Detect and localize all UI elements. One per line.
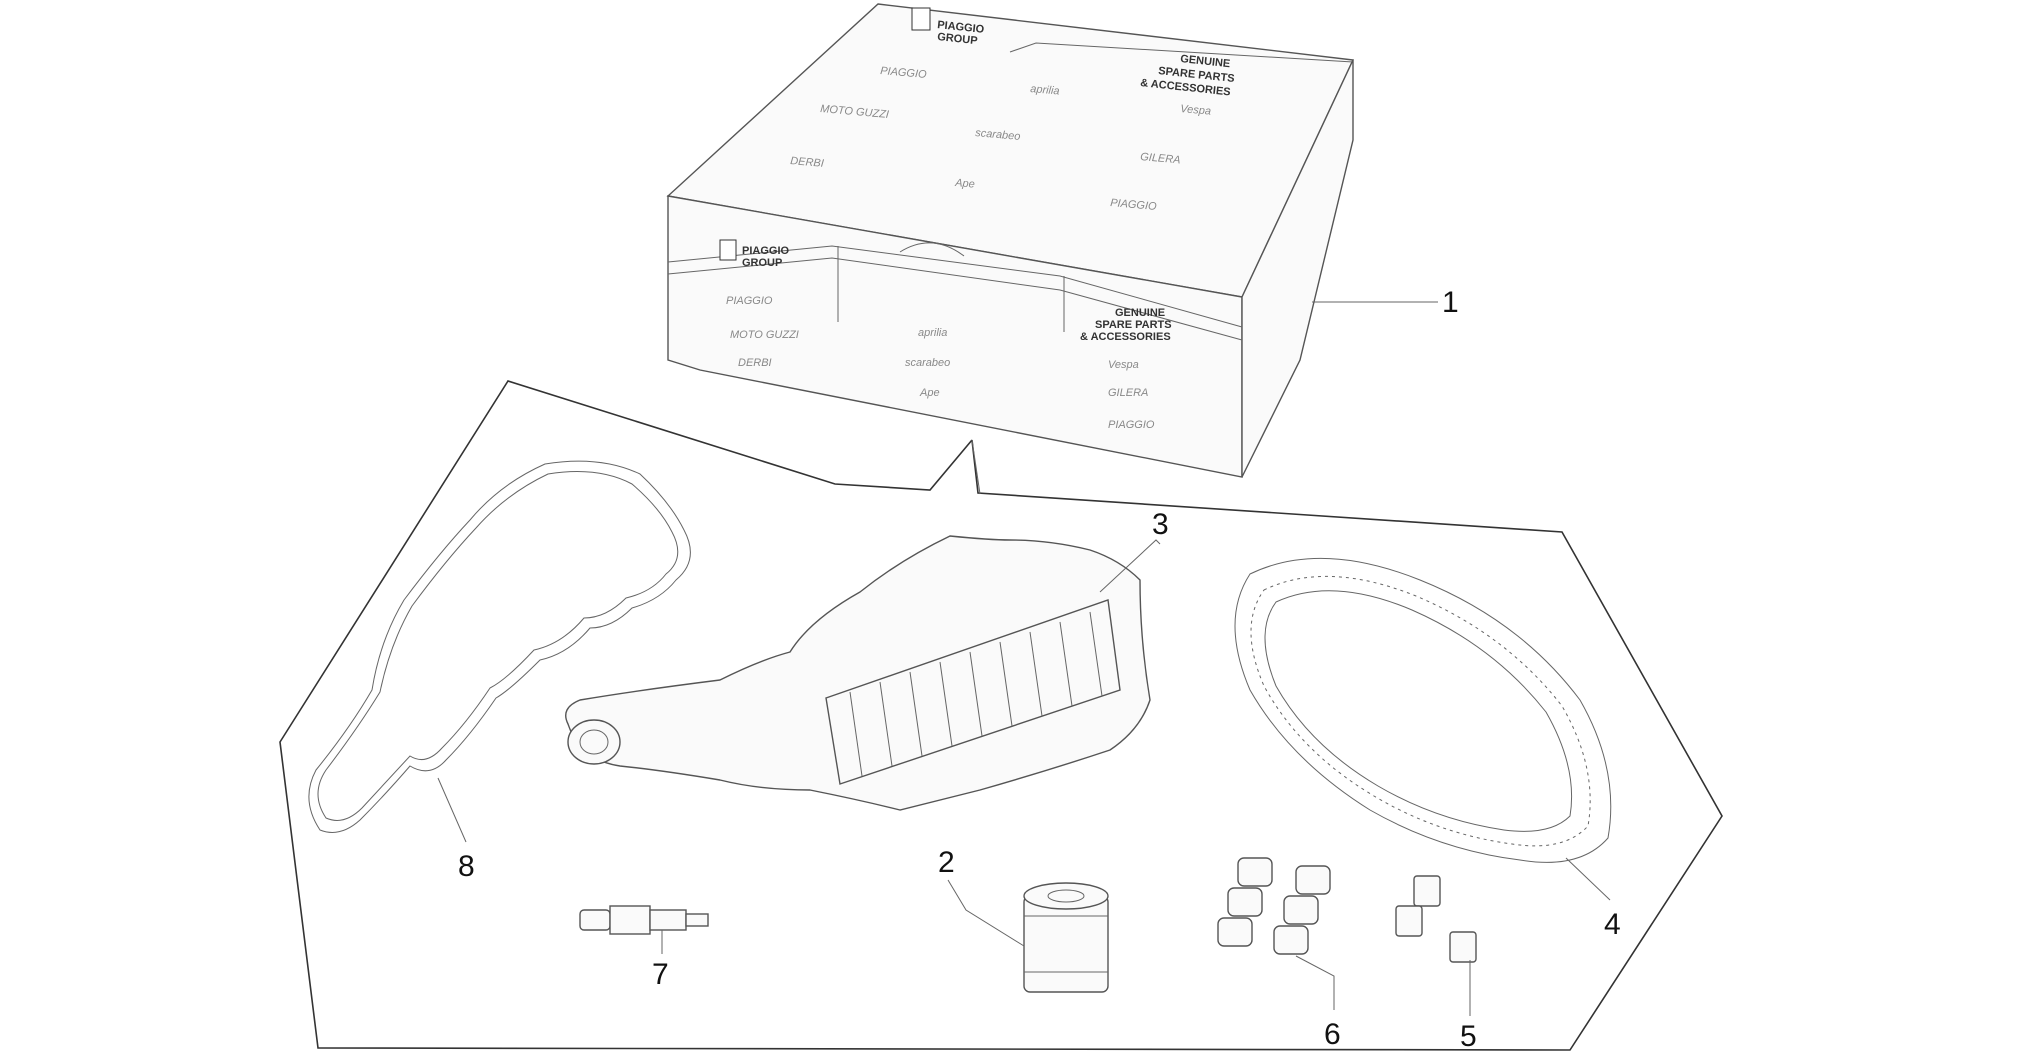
brand-aprilia-front: aprilia (918, 327, 947, 339)
box-top-group-line2: GROUP (937, 31, 978, 47)
brand-vespa-top: Vespa (1180, 103, 1212, 118)
brand-derbi-top: DERBI (790, 155, 825, 170)
brand-piaggio-top-2: PIAGGIO (1110, 197, 1158, 213)
brand-motoguzzi-top: MOTO GUZZI (820, 103, 890, 121)
air-filter-part (565, 535, 1151, 811)
leader-lines (437, 301, 1611, 1016)
drive-belt-part (1234, 557, 1612, 863)
brand-scarabeo-front: scarabeo (905, 357, 950, 369)
gasket-part (308, 460, 691, 833)
brand-ape-front: Ape (919, 387, 940, 399)
callout-5: 5 (1460, 1020, 1477, 1053)
box-front-group-line1: PIAGGIO (742, 245, 790, 257)
callout-7: 7 (652, 958, 669, 991)
kit-outline (279, 380, 1723, 1051)
oil-filter-part (1023, 882, 1109, 993)
brand-gilera-front: GILERA (1108, 387, 1148, 399)
sliders-part (1395, 875, 1477, 963)
brand-piaggio-front: PIAGGIO (726, 295, 773, 307)
box-top-group-line1: PIAGGIO (937, 19, 985, 36)
box-front-genuine-line3: & ACCESSORIES (1080, 331, 1171, 343)
callout-8: 8 (458, 850, 475, 883)
brand-gilera-top: GILERA (1140, 151, 1181, 166)
box-top-genuine-line1: GENUINE (1180, 53, 1231, 70)
box-front-genuine-line1: GENUINE (1115, 307, 1165, 319)
piaggio-group-logo (911, 7, 931, 31)
rollers-part (1217, 857, 1331, 955)
box-front-genuine-line2: SPARE PARTS (1095, 319, 1172, 331)
brand-ape-top: Ape (954, 177, 976, 191)
callout-6: 6 (1324, 1018, 1341, 1051)
brand-vespa-front: Vespa (1108, 359, 1139, 371)
box-front-group-line2: GROUP (742, 257, 782, 269)
brand-derbi-front: DERBI (738, 357, 772, 369)
piaggio-group-logo-front (719, 239, 737, 261)
box-part: PIAGGIO GROUP GENUINE SPARE PARTS & ACCE… (666, 3, 1355, 478)
brand-motoguzzi-front: MOTO GUZZI (730, 329, 799, 341)
brand-aprilia-top: aprilia (1030, 83, 1060, 98)
brand-scarabeo-top: scarabeo (975, 127, 1021, 143)
spark-plug-part (579, 905, 709, 935)
brand-piaggio-top: PIAGGIO (880, 65, 928, 81)
callout-4: 4 (1604, 908, 1621, 941)
brand-piaggio-front-2: PIAGGIO (1108, 419, 1155, 431)
callout-2: 2 (938, 846, 955, 879)
callout-3: 3 (1152, 508, 1169, 541)
callout-1: 1 (1442, 286, 1459, 319)
filter-pleats (849, 611, 1103, 777)
